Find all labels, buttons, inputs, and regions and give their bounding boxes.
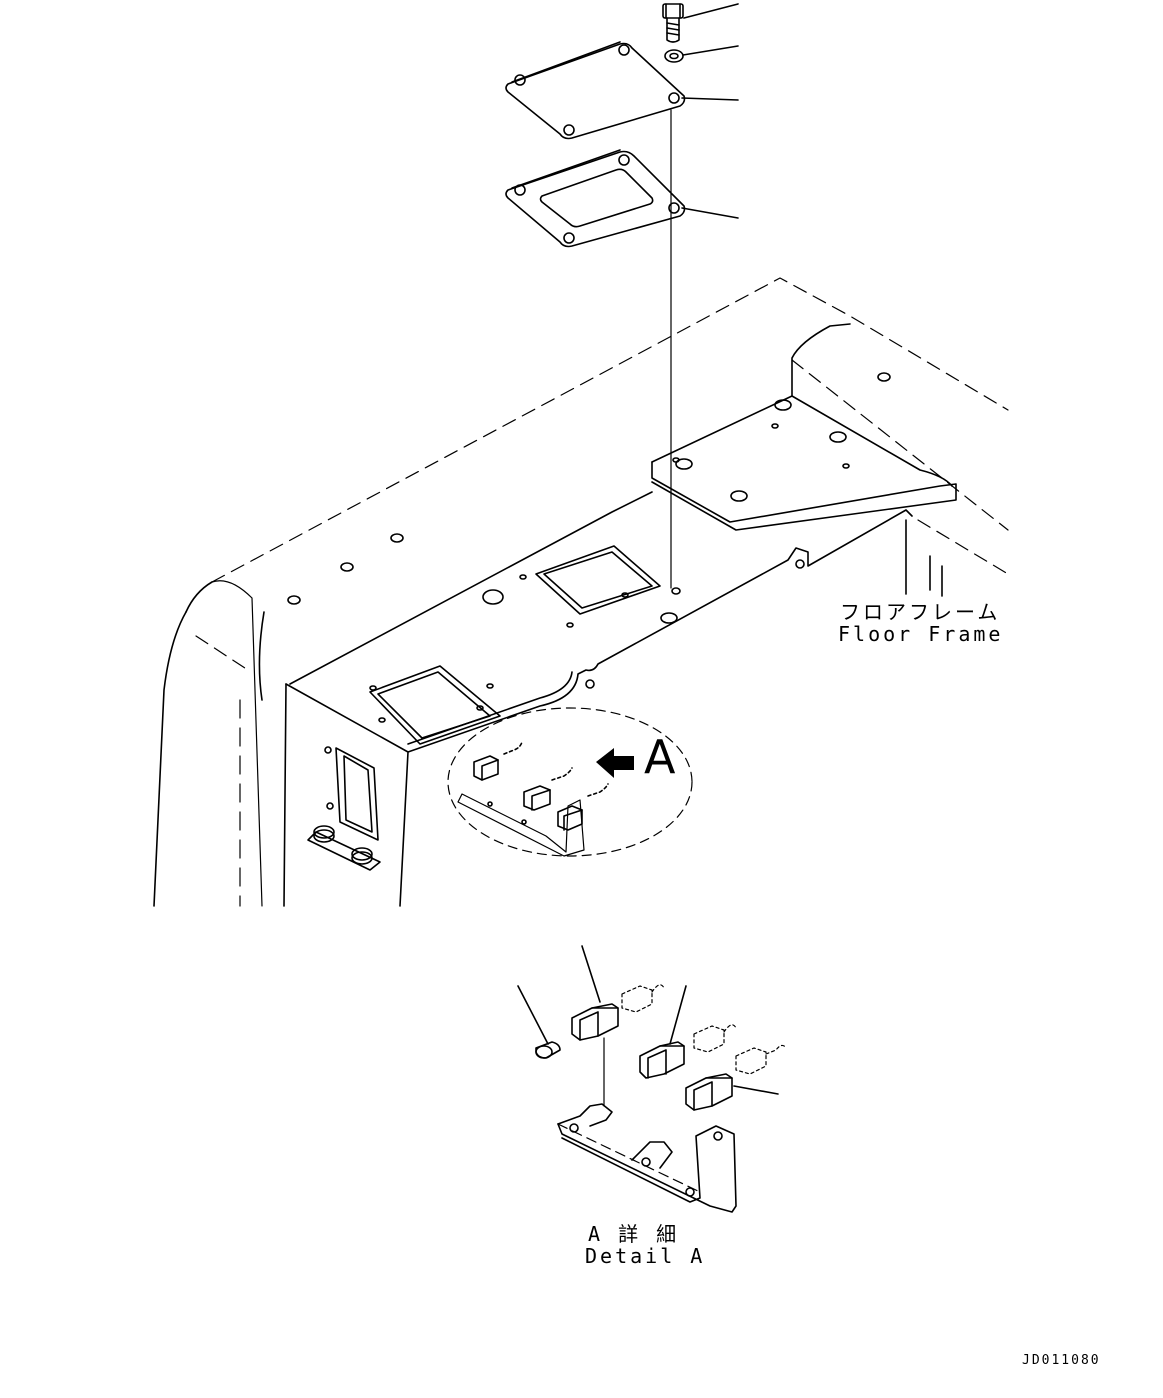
cover-plate [505, 41, 686, 140]
floor-frame [153, 277, 1009, 907]
view-arrow-icon [596, 748, 634, 778]
view-marker-a: A [644, 730, 676, 784]
floor-frame-label-en: Floor Frame [838, 622, 1004, 646]
gasket [505, 149, 686, 248]
detail-a-label-en: Detail A [585, 1244, 706, 1268]
floor-frame-label-jp: フロアフレーム [840, 600, 1001, 624]
leader-line-washer [682, 45, 739, 56]
leader-line-cover-plate [681, 97, 739, 101]
leader-line-gasket [681, 207, 739, 219]
detail-a-thumbnail [457, 741, 609, 857]
drawing-id: JD011080 [1022, 1353, 1101, 1368]
washer [664, 49, 684, 63]
detail-a-callout-circle [447, 707, 693, 857]
detail-a-view [517, 945, 787, 1213]
leader-line-bolt [683, 3, 739, 19]
detail-a-label-jp: A 詳 細 [588, 1222, 680, 1246]
bolt [662, 3, 684, 43]
